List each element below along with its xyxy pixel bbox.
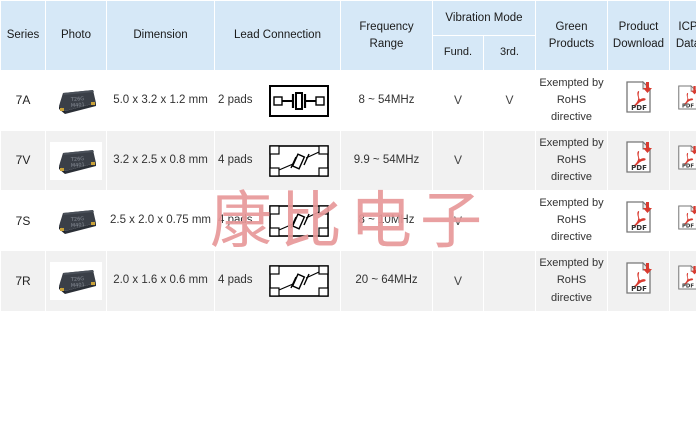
cell-icp-data[interactable]: PDF — [670, 131, 696, 191]
cell-vibration-fund: V — [433, 71, 483, 131]
table-header: Series Photo Dimension Lead Connection F… — [1, 1, 696, 70]
cell-icp-data[interactable]: PDF — [670, 191, 696, 251]
header-row-main: Series Photo Dimension Lead Connection F… — [1, 1, 696, 70]
svg-text:PDF: PDF — [682, 103, 694, 109]
lead-pads-label: 2 pads — [218, 93, 253, 106]
cell-vibration-3rd — [484, 251, 535, 311]
svg-text:PDF: PDF — [631, 104, 647, 112]
2-pad-crystal-symbol — [268, 81, 330, 121]
svg-text:PDF: PDF — [631, 164, 647, 172]
header-lead-connection: Lead Connection — [215, 1, 340, 70]
cell-frequency-range: 8 ~ 54MHz — [341, 71, 432, 131]
svg-text:PDF: PDF — [682, 284, 694, 290]
header-icp-data: ICP Data — [670, 1, 696, 70]
cell-green-products: Exempted by RoHS directive — [536, 131, 607, 191]
svg-text:M401: M401 — [71, 282, 85, 289]
cell-lead-connection: 4 pads4 pads — [215, 131, 340, 191]
cell-icp-data[interactable]: PDF — [670, 251, 696, 311]
cell-dimension: 2.0 x 1.6 x 0.6 mm — [107, 251, 214, 311]
lead-pads-label: 4 pads — [218, 153, 253, 166]
header-frequency-range: Frequency Range — [341, 1, 432, 70]
pdf-download-icon[interactable]: PDF — [678, 265, 696, 290]
svg-text:T26G: T26G — [70, 216, 85, 223]
header-series: Series — [1, 1, 45, 70]
svg-text:T26G: T26G — [70, 276, 85, 283]
header-vibration-fund: Fund. — [433, 36, 483, 70]
header-dimension: Dimension — [107, 1, 214, 70]
pdf-download-icon[interactable]: PDF — [625, 141, 652, 173]
cell-lead-connection: 4 pads4 pads — [215, 191, 340, 251]
header-photo: Photo — [46, 1, 106, 70]
cell-product-download[interactable]: PDF — [608, 71, 669, 131]
cell-series: 7A — [1, 71, 45, 131]
cell-product-download[interactable]: PDF — [608, 251, 669, 311]
pdf-download-icon[interactable]: PDF — [625, 201, 652, 234]
cell-vibration-fund: V — [433, 131, 483, 191]
cell-series: 7S — [1, 191, 45, 251]
svg-text:M401: M401 — [71, 102, 85, 109]
cell-lead-connection: 4 pads4 pads — [215, 251, 340, 311]
cell-series: 7R — [1, 251, 45, 311]
4-pad-crystal-symbol — [268, 141, 330, 181]
svg-text:PDF: PDF — [682, 223, 694, 229]
cell-dimension: 3.2 x 2.5 x 0.8 mm — [107, 131, 214, 191]
cell-frequency-range: 8 ~ 10MHz — [341, 191, 432, 251]
header-row-sub: Fund. 3rd. — [1, 36, 696, 70]
svg-text:PDF: PDF — [631, 224, 647, 232]
cell-vibration-fund: V — [433, 191, 483, 251]
product-spec-table: Series Photo Dimension Lead Connection F… — [1, 1, 696, 311]
cell-series: 7V — [1, 131, 45, 191]
cell-product-download[interactable]: PDF — [608, 191, 669, 251]
4-pad-crystal-symbol — [268, 201, 330, 241]
header-green-products: Green Products — [536, 1, 607, 70]
cell-frequency-range: 9.9 ~ 54MHz — [341, 131, 432, 191]
cell-vibration-3rd — [484, 131, 535, 191]
pdf-download-icon[interactable]: PDF — [678, 84, 696, 110]
4-pad-crystal-symbol — [268, 261, 330, 301]
pdf-download-icon[interactable]: PDF — [678, 204, 696, 230]
cell-vibration-3rd — [484, 191, 535, 251]
cell-green-products: Exempted by RoHS directive — [536, 191, 607, 251]
header-vibration-3rd: 3rd. — [484, 36, 535, 70]
header-vibration-mode: Vibration Mode — [433, 1, 535, 35]
cell-frequency-range: 20 ~ 64MHz — [341, 251, 432, 311]
cell-green-products: Exempted by RoHS directive — [536, 71, 607, 131]
svg-text:M401: M401 — [71, 162, 85, 169]
cell-green-products: Exempted by RoHS directive — [536, 251, 607, 311]
cell-vibration-fund: V — [433, 251, 483, 311]
cell-vibration-3rd: V — [484, 71, 535, 131]
cell-dimension: 2.5 x 2.0 x 0.75 mm — [107, 191, 214, 251]
svg-text:T26G: T26G — [70, 156, 85, 163]
svg-text:PDF: PDF — [631, 285, 647, 293]
pdf-download-icon[interactable]: PDF — [678, 144, 696, 170]
svg-text:T26G: T26G — [70, 96, 85, 103]
cell-dimension: 5.0 x 3.2 x 1.2 mm — [107, 71, 214, 131]
pdf-download-icon[interactable]: PDF — [625, 80, 652, 113]
lead-pads-label: 4 pads — [218, 213, 253, 226]
svg-text:PDF: PDF — [682, 163, 694, 169]
lead-pads-label: 4 pads — [218, 274, 253, 287]
header-product-download: Product Download — [608, 1, 669, 70]
cell-product-download[interactable]: PDF — [608, 131, 669, 191]
cell-icp-data[interactable]: PDF — [670, 71, 696, 131]
svg-text:M401: M401 — [71, 222, 85, 229]
pdf-download-icon[interactable]: PDF — [625, 261, 652, 294]
